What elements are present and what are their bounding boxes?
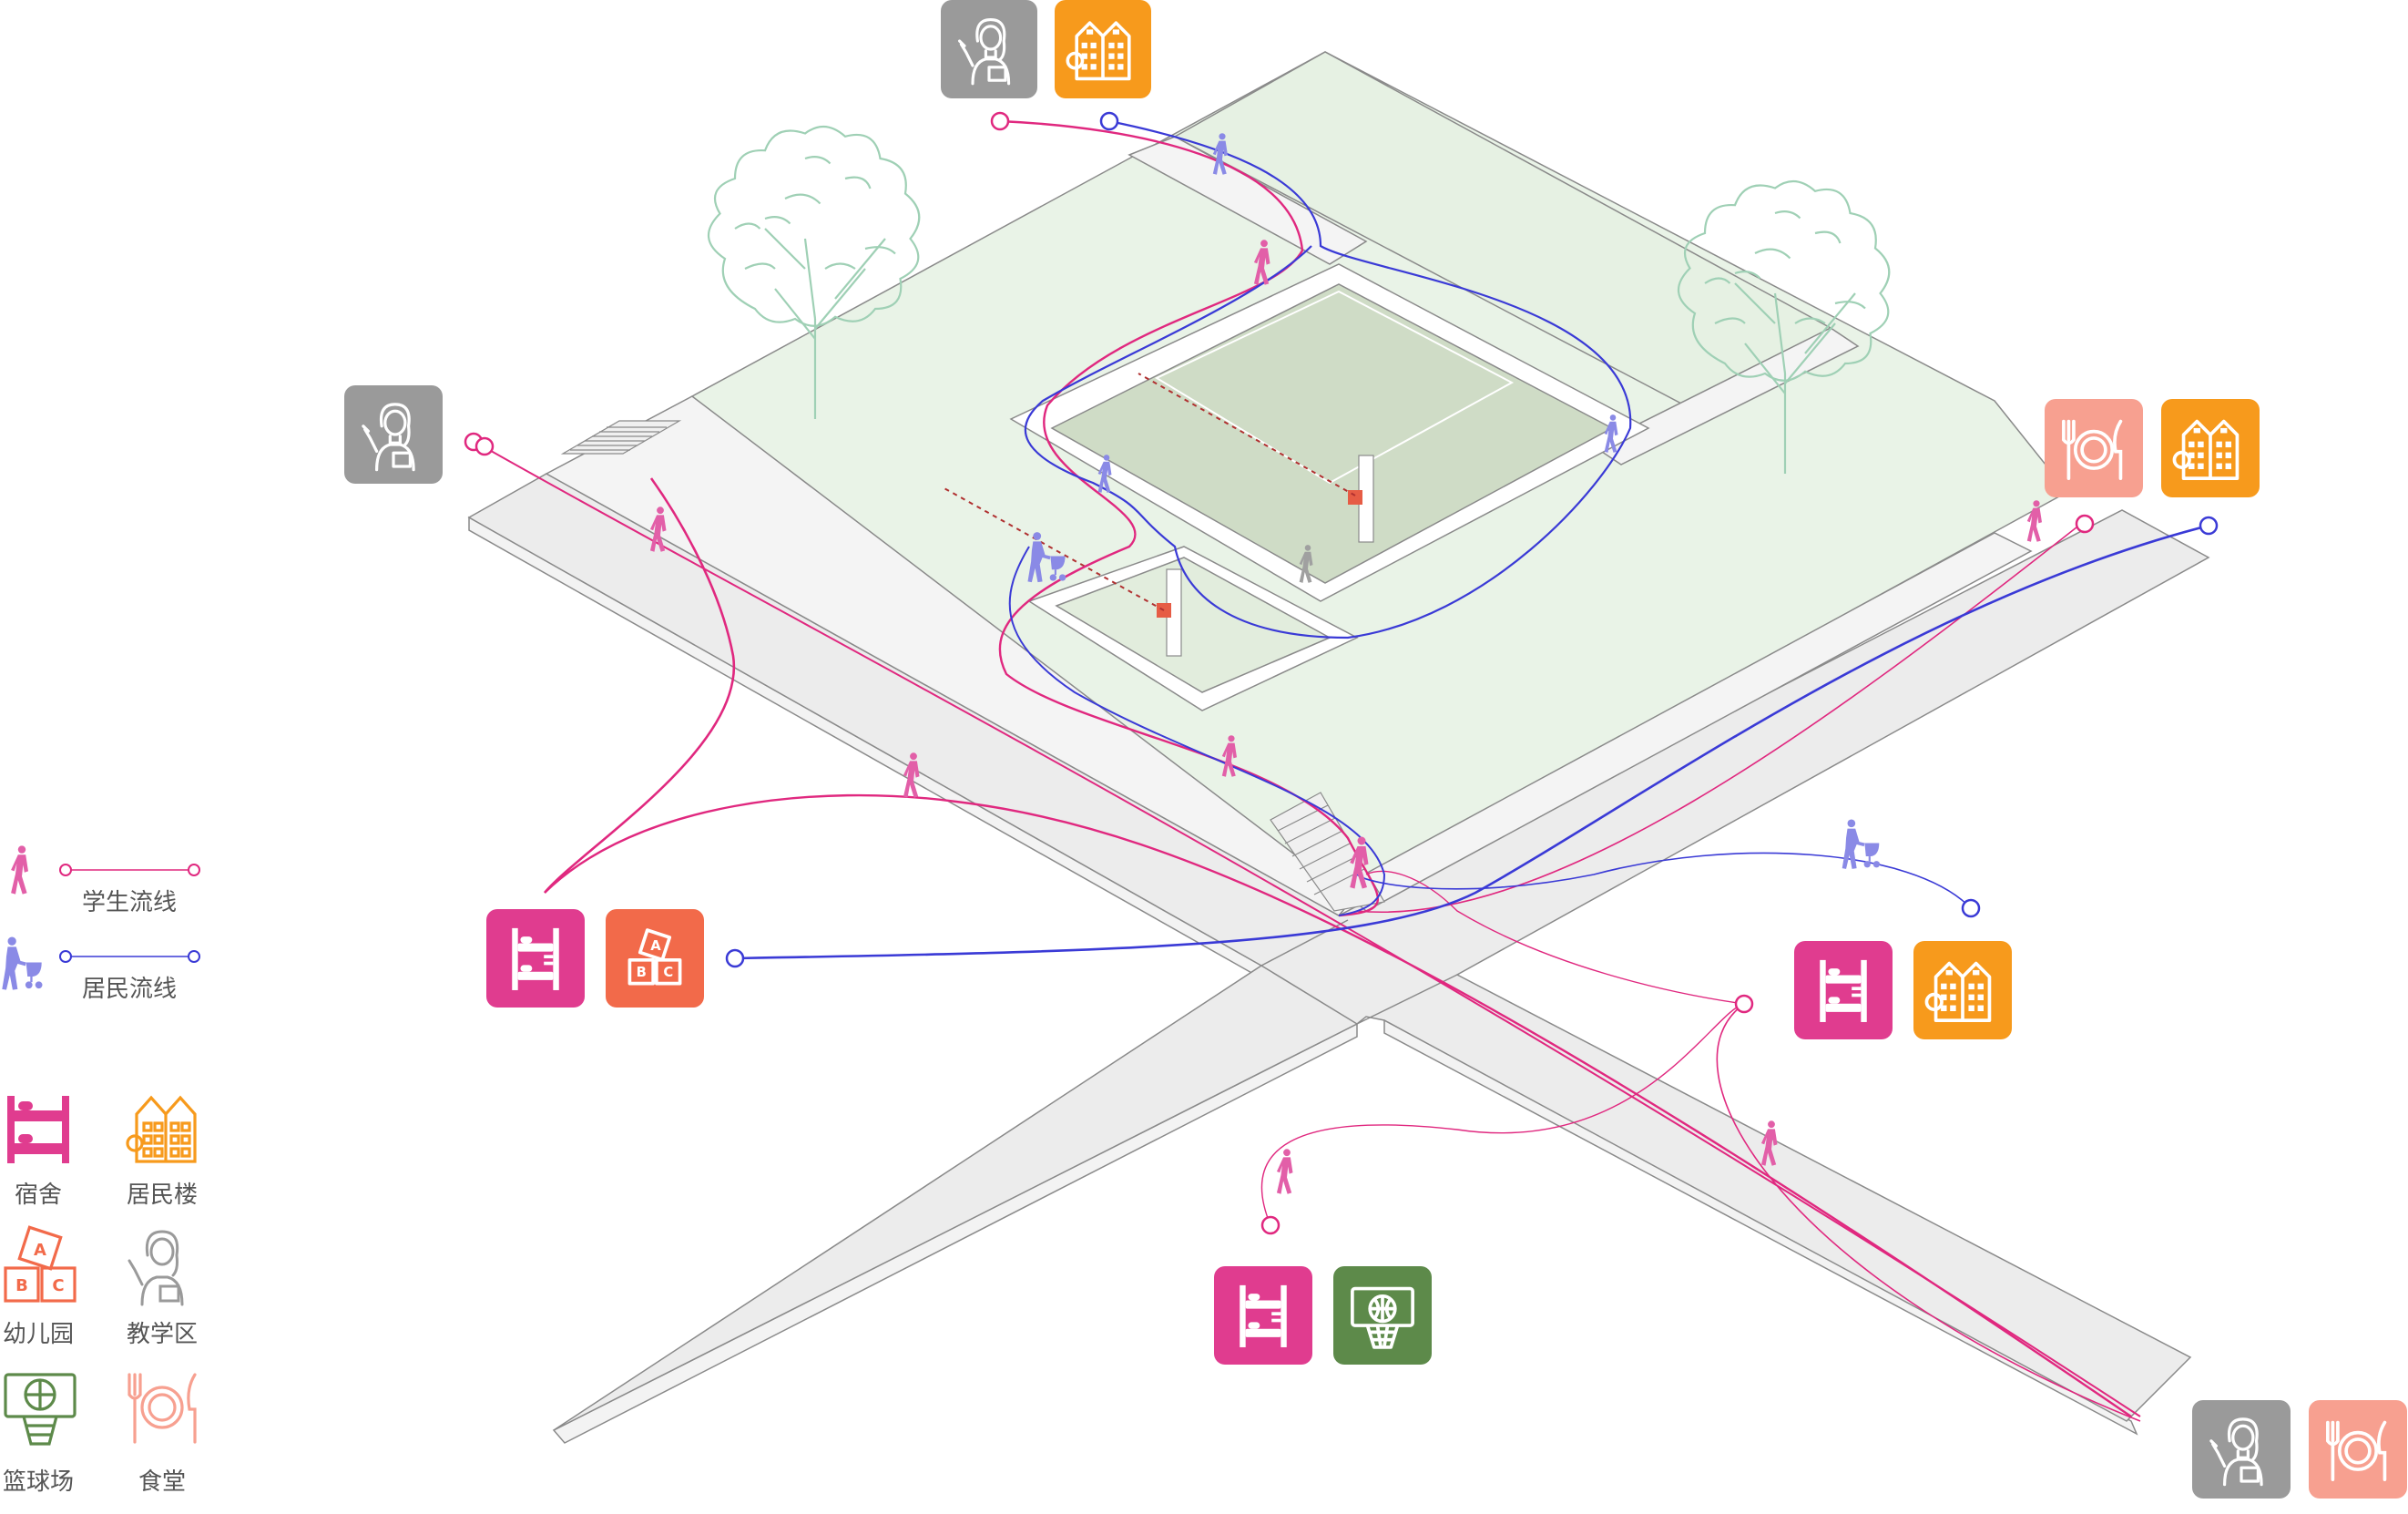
legend-student-flow: 学生流线 — [11, 845, 200, 916]
badge-dorm-bottom — [1214, 1266, 1312, 1365]
badge-residential-top — [1055, 0, 1151, 98]
legend-item-kindergarten: B CA 幼儿园 — [3, 1225, 77, 1348]
road-side-lower-right — [1383, 1018, 2138, 1436]
badge-basketball-bottom — [1333, 1266, 1432, 1365]
legend: 学生流线 居民流线 宿舍 — [2, 845, 200, 1496]
pole-lower — [942, 486, 1182, 657]
legend-resident-flow: 居民流线 — [2, 936, 200, 1003]
student-flow-left-curve — [544, 477, 736, 894]
road-edge-left-gap — [1260, 965, 1358, 1025]
site-plaza — [545, 51, 2069, 916]
legend-student-flow-label: 学生流线 — [82, 889, 177, 916]
svg-text:C: C — [52, 1276, 64, 1295]
svg-text:B: B — [15, 1276, 28, 1295]
legend-item-dorm: 宿舍 — [7, 1096, 69, 1209]
legend-item-residential: 居民楼 — [126, 1095, 198, 1209]
legend-teaching-label: 教学区 — [127, 1321, 198, 1348]
court-line — [1154, 290, 1515, 485]
pole-upper — [1138, 373, 1374, 543]
path-to-right — [1592, 327, 1860, 465]
legend-item-teaching: 教学区 — [127, 1230, 198, 1348]
legend-item-canteen: 食堂 — [128, 1373, 197, 1496]
legend-item-basketball: 篮球场 — [3, 1373, 77, 1496]
resident-stroller-icon — [2, 936, 43, 990]
legend-resident-flow-label: 居民流线 — [82, 976, 177, 1003]
badge-dorm-right — [1794, 941, 1893, 1039]
badge-canteen-right — [2045, 399, 2143, 497]
resident-flow-road-straight — [734, 524, 2209, 960]
badge-dorm-left — [486, 909, 585, 1008]
student-flow-left-long — [477, 443, 2141, 1417]
student-flow-lower-right — [1716, 1003, 2141, 1422]
student-flow-dorm-arc — [544, 793, 2132, 1417]
badge-teaching-left — [344, 385, 443, 484]
road-edge-upper — [1260, 919, 1349, 967]
student-flow-bottom-hook — [1260, 1003, 1745, 1226]
legend-kindergarten-label: 幼儿园 — [3, 1321, 74, 1348]
badge-teaching-bottom-right — [2192, 1400, 2291, 1499]
svg-text:A: A — [34, 1241, 46, 1260]
badge-residential-right — [2161, 399, 2260, 497]
resident-flow-top-loop — [1024, 119, 1632, 639]
resident-flow-stroller — [1356, 852, 1972, 909]
badge-residential-lower-right — [1913, 941, 2012, 1039]
legend-basketball-label: 篮球场 — [3, 1468, 74, 1496]
walking-student-icon — [11, 845, 28, 895]
road-side-lower-left — [552, 1022, 1358, 1444]
legend-canteen-label: 食堂 — [138, 1468, 186, 1496]
legend-dorm-label: 宿舍 — [15, 1182, 62, 1209]
student-flow-right-low — [1365, 870, 1745, 1005]
student-flow-top-loop — [998, 119, 1379, 917]
badge-canteen-bottom-right — [2309, 1400, 2407, 1499]
flow-endpoints — [464, 111, 2219, 1235]
facility-badges — [344, 0, 2407, 1499]
badge-kindergarten-left — [606, 909, 704, 1008]
legend-residential-label: 居民楼 — [127, 1182, 198, 1209]
stairs-upper-left — [560, 420, 682, 455]
badge-teaching-top — [941, 0, 1037, 98]
walking-student-icon — [1276, 1149, 1293, 1194]
